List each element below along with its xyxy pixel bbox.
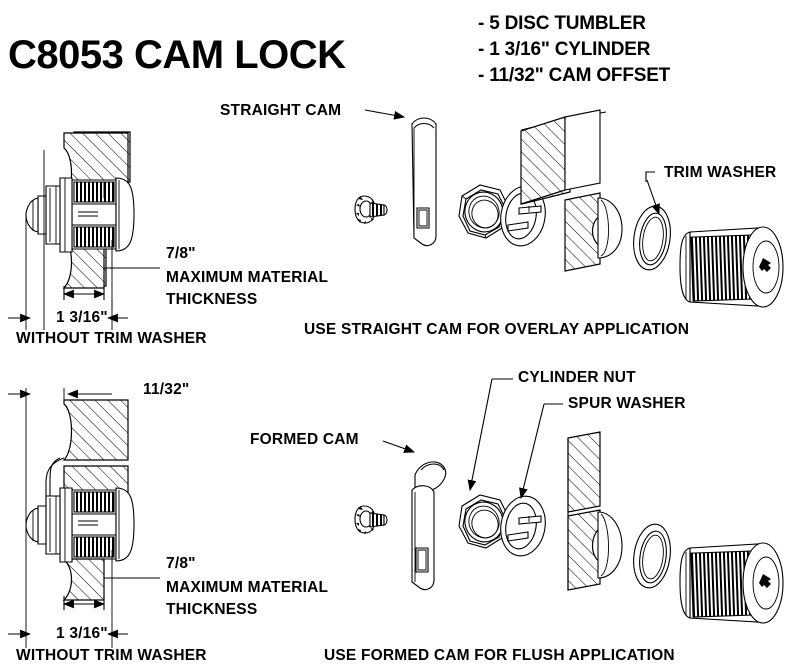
- spec-item-cylinder: - 1 3/16" CYLINDER: [478, 39, 651, 60]
- upper-exploded-view: [355, 110, 783, 307]
- callout-cylinder-nut: CYLINDER NUT: [518, 369, 636, 386]
- upper-cylinder-nut: [459, 185, 509, 238]
- straight-cam-part: [412, 118, 436, 246]
- dim-max-material-thickness-value-upper: 7/8": [166, 245, 196, 262]
- callout-trim-washer: TRIM WASHER: [664, 164, 777, 181]
- spec-item-disc-tumbler: - 5 DISC TUMBLER: [478, 13, 646, 34]
- lower-small-spur-washer: [355, 506, 387, 534]
- dim-cylinder-length-value-upper: 1 3/16": [56, 309, 108, 326]
- upper-dim-material-thickness: [62, 240, 160, 310]
- lower-exploded-view: [355, 432, 783, 623]
- callout-formed-cam: FORMED CAM: [250, 431, 359, 448]
- lower-assembled-section: [8, 388, 134, 648]
- lower-spur-washer-ring: [496, 493, 550, 560]
- upper-cylinder-body: [680, 227, 783, 307]
- dim-max-material-thickness-line2-lower: THICKNESS: [166, 601, 258, 618]
- callout-spur-washer: SPUR WASHER: [568, 395, 686, 412]
- dim-max-material-thickness-line1-lower: MAXIMUM MATERIAL: [166, 579, 329, 596]
- lower-cylinder-body: [680, 543, 783, 623]
- spec-item-cam-offset: - 11/32" CAM OFFSET: [478, 65, 671, 86]
- lower-panel-cutaway: [568, 432, 622, 590]
- upper-callout-leaders: [365, 110, 660, 216]
- dim-max-material-thickness-line1-upper: MAXIMUM MATERIAL: [166, 269, 329, 286]
- page-title: C8053 CAM LOCK: [8, 33, 346, 77]
- lower-callout-leaders: [383, 379, 563, 500]
- upper-small-spur-washer: [355, 196, 387, 224]
- dim-max-material-thickness-line2-upper: THICKNESS: [166, 291, 258, 308]
- dim-cylinder-length-note-upper: WITHOUT TRIM WASHER: [16, 330, 207, 347]
- dim-max-material-thickness-value-lower: 7/8": [166, 555, 196, 572]
- lower-trim-washer: [630, 522, 675, 590]
- lower-cylinder-nut: [459, 495, 509, 548]
- callout-straight-cam: STRAIGHT CAM: [220, 102, 342, 119]
- upper-assembled-section: [26, 132, 134, 330]
- upper-trim-washer: [630, 204, 675, 272]
- upper-panel-cutaway: [521, 110, 622, 285]
- dim-cylinder-length-note-lower: WITHOUT TRIM WASHER: [16, 647, 207, 664]
- caption-overlay-application: USE STRAIGHT CAM FOR OVERLAY APPLICATION: [304, 321, 690, 338]
- caption-flush-application: USE FORMED CAM FOR FLUSH APPLICATION: [324, 647, 675, 664]
- dim-cam-offset-value: 11/32": [143, 381, 190, 398]
- upper-dim-cylinder-length: [8, 215, 128, 330]
- formed-cam-part: [412, 462, 446, 590]
- dim-cylinder-length-value-lower: 1 3/16": [56, 625, 108, 642]
